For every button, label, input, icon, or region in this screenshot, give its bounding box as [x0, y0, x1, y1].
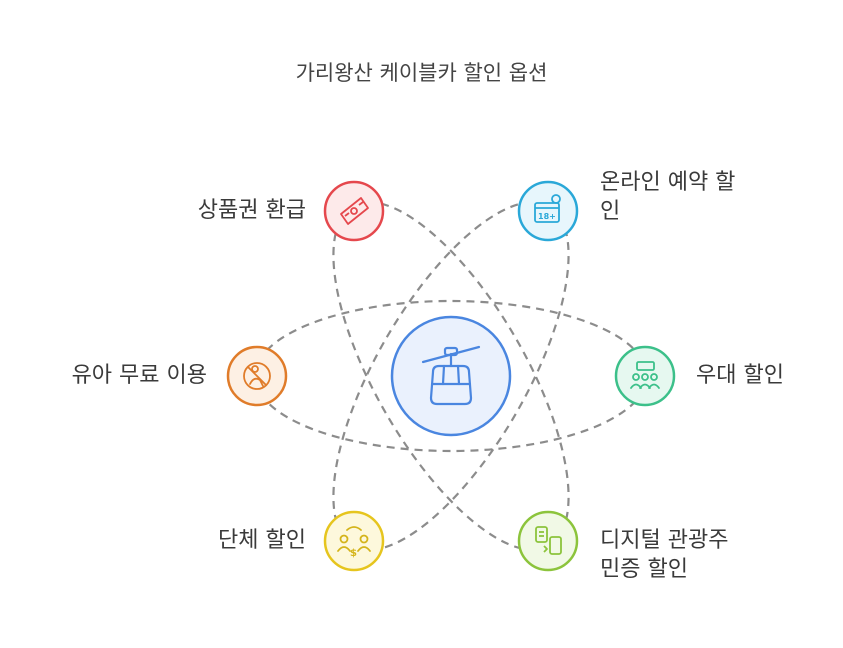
phone-id-icon: [535, 526, 562, 555]
label-voucher-refund: 상품권 환급: [197, 198, 306, 223]
label-online-booking-line2: 인: [600, 199, 621, 224]
node-group-discount[interactable]: $: [323, 510, 385, 572]
label-digital-tour: 디지털 관광주 민증 할인: [600, 526, 800, 584]
center-node: [390, 315, 512, 437]
label-online-booking-line1: 온라인 예약 할: [600, 170, 736, 195]
node-online-booking[interactable]: 18+: [517, 180, 579, 242]
label-digital-tour-line2: 민증 할인: [600, 557, 688, 582]
label-online-booking: 온라인 예약 할 인: [600, 168, 800, 226]
label-digital-tour-line1: 디지털 관광주: [600, 528, 729, 553]
cable-car-icon: [421, 345, 481, 406]
ticket-group-icon: [630, 361, 660, 389]
node-preferential[interactable]: [614, 345, 676, 407]
label-infant-free: 유아 무료 이용: [71, 363, 207, 388]
svg-text:18+: 18+: [538, 212, 556, 221]
node-infant-free[interactable]: [226, 345, 288, 407]
calendar-18-icon: 18+: [534, 194, 561, 223]
label-group-discount: 단체 할인: [218, 528, 306, 553]
node-voucher-refund[interactable]: [323, 180, 385, 242]
diagram-title: 가리왕산 케이블카 할인 옵션: [295, 61, 548, 85]
no-baby-icon: [243, 362, 271, 390]
voucher-icon: [340, 197, 369, 225]
group-money-icon: $: [337, 526, 371, 559]
label-preferential: 우대 할인: [696, 363, 784, 388]
svg-text:$: $: [350, 548, 357, 559]
node-digital-tour[interactable]: [517, 510, 579, 572]
